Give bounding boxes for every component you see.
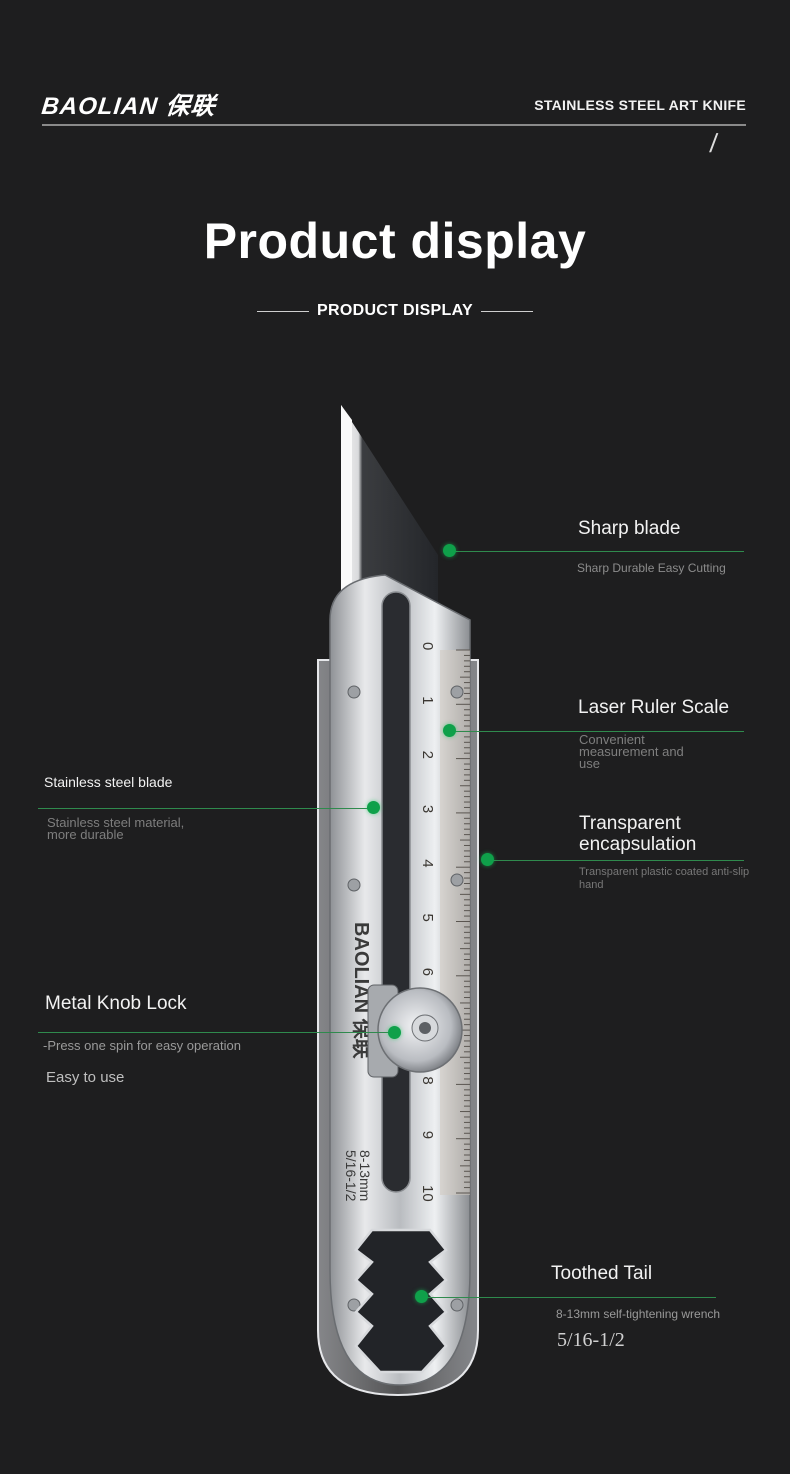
page-title: Product display [203,213,587,269]
feature-knob-extra: Easy to use [46,1069,125,1086]
ruler-number: 2 [419,751,436,759]
subtitle-row: PRODUCT DISPLAY [0,302,790,320]
feature-stainless-desc-2: more durable [47,827,124,842]
feature-tail-title: Toothed Tail [551,1263,653,1284]
feature-sharp-blade-desc: Sharp Durable Easy Cutting [577,561,726,575]
page-subtitle: PRODUCT DISPLAY [317,302,473,319]
hotspot-dot[interactable] [367,801,380,814]
ruler-number: 5 [419,914,436,922]
wrench-opening [354,1228,448,1374]
rivet [450,685,464,699]
feature-tail-desc: 8-13mm self-tightening wrench [556,1307,721,1321]
product-type-label: STAINLESS STEEL ART KNIFE [534,97,746,113]
feature-transparent-title-1: Transparent [579,813,681,834]
feature-knob-desc: -Press one spin for easy operation [43,1038,241,1053]
hotspot-dot[interactable] [388,1026,401,1039]
ruler-ticks [456,649,470,1194]
frame-wrench-mm: 8-13mm [357,1150,373,1201]
feature-transparent-desc-1: Transparent plastic coated anti-slip [579,866,750,878]
ruler-number: 10 [419,1185,436,1202]
feature-transparent-desc-2: hand [579,879,604,891]
feature-laser-ruler-desc-1: Convenient [579,732,645,747]
ruler-number: 1 [419,696,436,704]
leader-line [450,551,744,552]
frame-wrench-in: 5/16-1/2 [343,1150,359,1202]
ruler-number: 6 [419,968,436,976]
ruler-strip [440,650,470,1195]
hotspot-dot[interactable] [443,724,456,737]
feature-laser-ruler-title: Laser Ruler Scale [578,697,730,718]
header-divider [42,124,746,126]
ruler-number: 0 [419,642,436,650]
subtitle-line-right [481,310,534,312]
rivet [347,1298,361,1312]
ruler-number: 8 [419,1076,436,1084]
rivet [347,878,361,892]
blade-slot [381,591,411,1193]
blade [341,405,438,615]
subtitle-line-left [256,310,309,312]
hotspot-dot[interactable] [443,544,456,557]
feature-knob-title: Metal Knob Lock [45,993,187,1014]
ruler-number: 3 [419,805,436,813]
rivet [450,873,464,887]
feature-stainless-desc-1: Stainless steel material, [47,815,185,830]
leader-line [38,808,376,809]
ruler-numbers: 012345678910 [419,642,436,1202]
feature-tail-extra: 5/16-1/2 [557,1329,625,1351]
hotspot-dot[interactable] [415,1290,428,1303]
rivet [347,685,361,699]
metal-knob [367,984,463,1078]
feature-stainless-title: Stainless steel blade [44,774,173,790]
feature-laser-ruler-desc-3: use [579,756,600,771]
frame-brand-text: BAOLIAN 保联 [350,922,373,1059]
leader-line [488,860,744,861]
leader-line [422,1297,716,1298]
feature-sharp-blade-title: Sharp blade [578,518,681,539]
feature-transparent-title-2: encapsulation [579,834,697,855]
blade-edge [341,405,352,612]
hotspot-dot[interactable] [481,853,494,866]
leader-line [450,731,744,732]
ruler-number: 4 [419,859,436,867]
rivet [450,1298,464,1312]
leader-line [38,1032,394,1033]
feature-laser-ruler-desc-2: measurement and [579,744,684,759]
ruler-number: 9 [419,1131,436,1139]
